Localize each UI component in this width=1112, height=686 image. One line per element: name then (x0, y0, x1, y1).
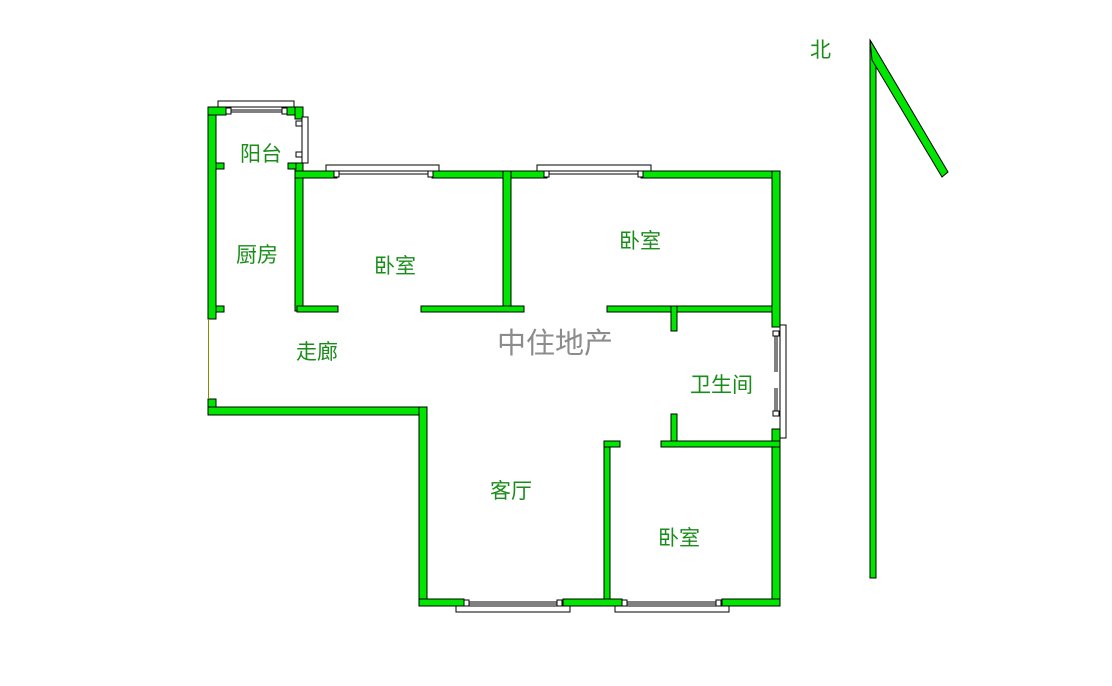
wall-balcony-divider-left (215, 162, 225, 170)
window-bathroom-east (779, 324, 787, 439)
room-label-living-room: 客厅 (490, 479, 532, 503)
wall-bathroom-bottom (660, 440, 781, 448)
wall-kitchen-bottom-stub (215, 305, 225, 313)
window-bedroom1-north (325, 164, 440, 172)
wall-corridor-south (207, 406, 428, 416)
wall-east-upper (771, 170, 781, 328)
wall-balcony-top-left (207, 106, 227, 116)
wall-balcony-east-top (294, 106, 304, 120)
window-balcony-east (301, 116, 309, 164)
wall-south-2 (562, 598, 623, 607)
window-bedroom3-south (614, 605, 730, 613)
wall-bedroom1-bottom-right (420, 305, 525, 313)
wall-north-2 (431, 170, 548, 179)
north-arrow-icon (869, 38, 949, 579)
wall-north-3 (640, 170, 781, 179)
wall-kitchen-east (294, 162, 304, 312)
wall-west-upper (207, 106, 217, 320)
room-label-bathroom: 卫生间 (690, 373, 753, 397)
wall-bathroom-west-top (670, 305, 678, 332)
wall-east-lower (771, 428, 781, 607)
room-label-balcony: 阳台 (240, 142, 282, 166)
wall-bedroom2-bottom (606, 305, 781, 313)
wall-south-1 (418, 598, 465, 607)
room-label-corridor: 走廊 (296, 340, 338, 364)
wall-balcony-divider-right (287, 162, 297, 170)
walls (207, 106, 781, 607)
window-living-south (455, 605, 571, 613)
window-bedroom2-north (536, 164, 652, 172)
compass-label: 北 (810, 38, 831, 62)
watermark: 中住地产 (497, 326, 614, 360)
windows (217, 100, 787, 613)
wall-south-3 (721, 598, 781, 607)
room-label-bedroom-south: 卧室 (658, 526, 700, 550)
wall-bedroom3-west (603, 440, 611, 607)
wall-north-1 (294, 170, 338, 179)
room-label-kitchen: 厨房 (236, 243, 278, 267)
wall-living-west (418, 406, 428, 607)
wall-bedroom1-bottom-left (296, 305, 339, 313)
wall-bedroom-divider (502, 170, 512, 312)
window-balcony-north (217, 100, 295, 108)
wall-bedroom3-west-top (603, 440, 621, 448)
room-label-bedroom-nw: 卧室 (374, 254, 416, 278)
room-label-bedroom-ne: 卧室 (619, 229, 661, 253)
